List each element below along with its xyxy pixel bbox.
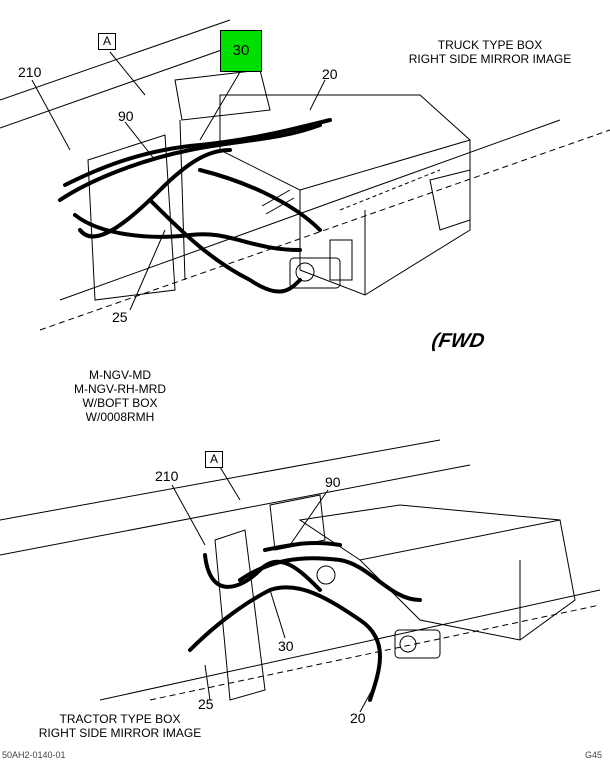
top-harness: [58, 118, 332, 294]
top-caption-line-2: RIGHT SIDE MIRROR IMAGE: [408, 52, 572, 66]
bottom-view-caption: TRACTOR TYPE BOX RIGHT SIDE MIRROR IMAGE: [30, 712, 210, 740]
page-code: G45: [585, 750, 603, 760]
bottom-callout-25: 25: [198, 696, 214, 712]
bottom-callout-90: 90: [325, 474, 341, 490]
top-callout-30: 30: [232, 42, 250, 59]
bottom-harness: [188, 540, 422, 702]
top-sensor: [261, 189, 353, 289]
bottom-battery-box: [298, 504, 576, 641]
model-line-3: W/BOFT BOX: [82, 396, 158, 410]
model-block: M-NGV-MD M-NGV-RH-MRD W/BOFT BOX W/0008R…: [55, 368, 185, 424]
bottom-caption-line-1: TRACTOR TYPE BOX: [59, 712, 181, 726]
top-callout-90: 90: [118, 108, 134, 124]
top-frame-rail: [0, 19, 610, 331]
top-callout-210: 210: [18, 64, 42, 80]
top-battery-box: [219, 94, 471, 296]
fwd-text: FWD: [436, 330, 487, 352]
drawing-number: 50AH2-0140-01: [2, 750, 66, 760]
model-line-2: M-NGV-RH-MRD: [74, 382, 166, 396]
leader-lines: [31, 51, 373, 713]
fwd-arrow-label: (FWD: [430, 330, 486, 353]
bottom-sensor: [316, 565, 441, 659]
top-view-caption: TRUCK TYPE BOX RIGHT SIDE MIRROR IMAGE: [400, 38, 580, 66]
bottom-caption-line-2: RIGHT SIDE MIRROR IMAGE: [38, 726, 202, 740]
bottom-callout-20: 20: [350, 710, 366, 726]
top-view-marker: A: [98, 33, 116, 50]
bottom-callout-30: 30: [278, 638, 294, 654]
bottom-view-marker: A: [205, 451, 223, 468]
bottom-frame-rail: [0, 439, 601, 701]
model-line-1: M-NGV-MD: [89, 368, 151, 382]
bottom-callout-210: 210: [155, 468, 179, 484]
top-callout-20: 20: [322, 66, 338, 82]
model-line-4: W/0008RMH: [85, 410, 155, 424]
top-caption-line-1: TRUCK TYPE BOX: [437, 38, 543, 52]
bottom-mounting-bracket: [214, 494, 326, 701]
top-callout-30-highlight: 30: [220, 30, 262, 72]
top-callout-25: 25: [112, 309, 128, 325]
